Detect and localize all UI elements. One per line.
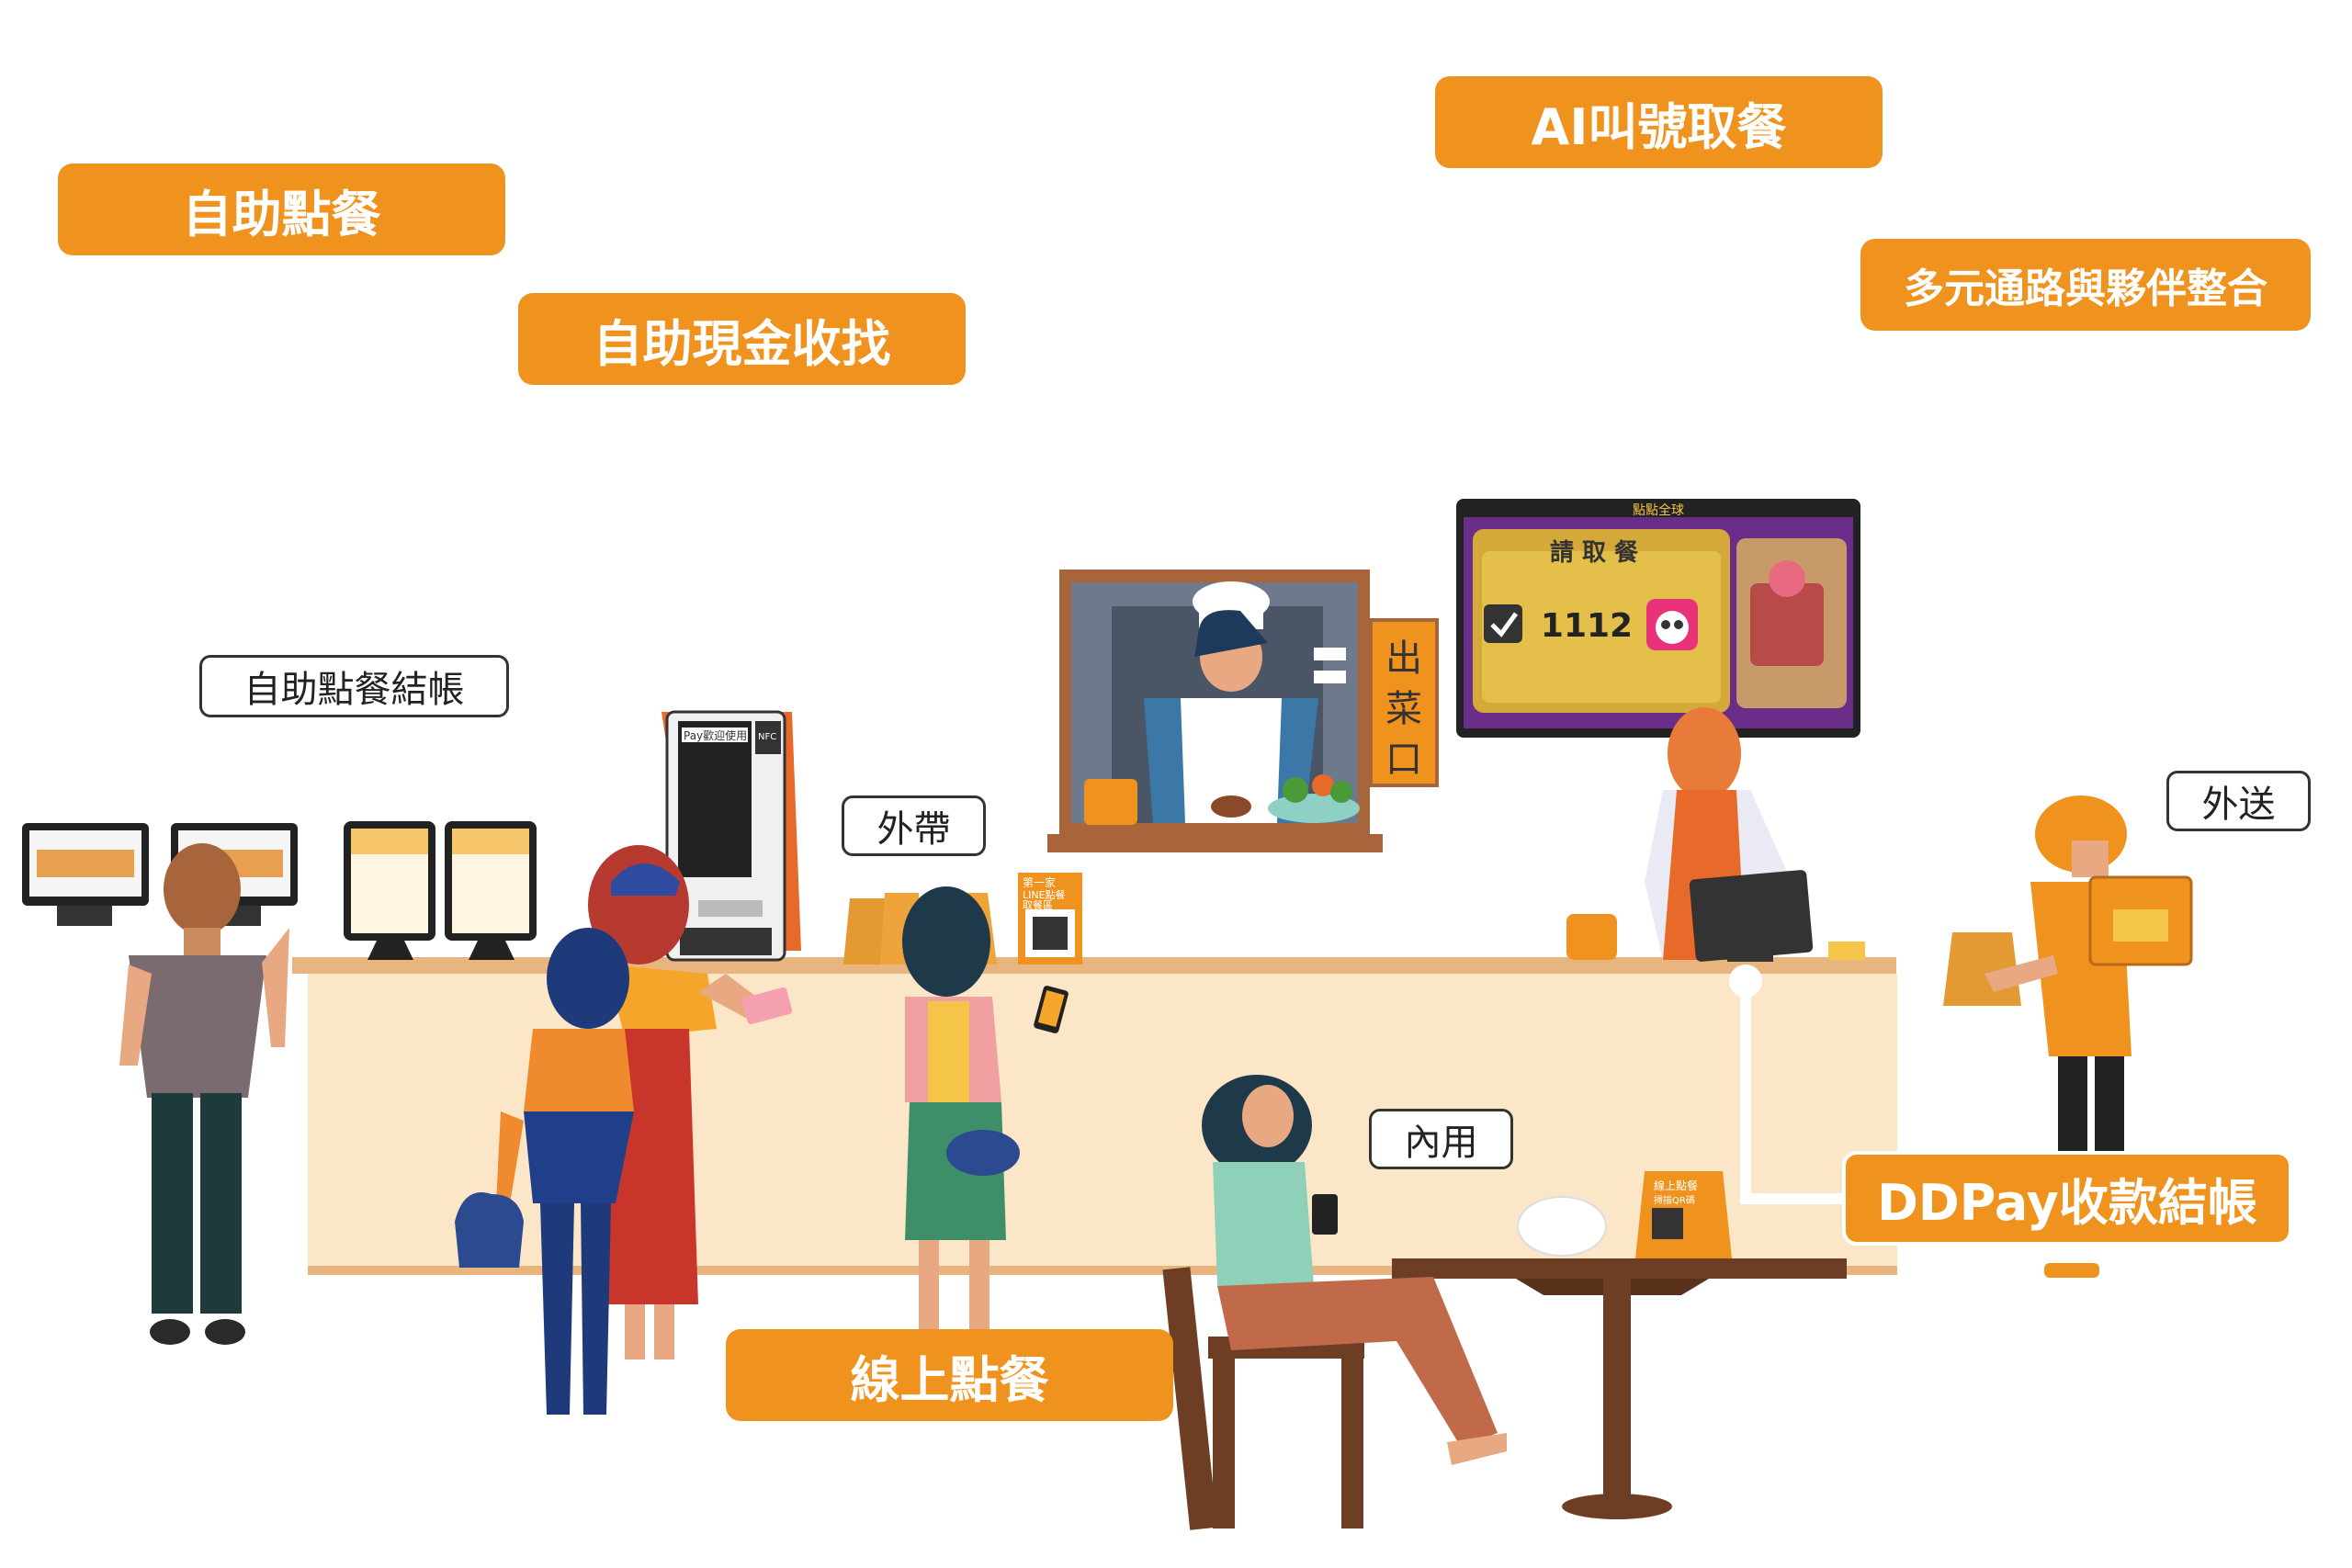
zone-delivery: 外送 — [2166, 771, 2311, 831]
window-sign-2: 菜 — [1385, 688, 1422, 730]
kitchen-window: 出 菜 口 — [1047, 570, 1439, 852]
seated-customer — [1162, 1075, 1507, 1530]
customers-with-bag — [455, 845, 793, 1415]
order-call-display: 點點全球 請 取 餐 1112 — [1456, 499, 1860, 738]
zone-takeout: 外帶 — [842, 795, 986, 856]
zone-dine-in: 內用 — [1369, 1109, 1513, 1169]
table-sign-line2: 掃描QR碼 — [1654, 1194, 1695, 1206]
customer-at-kiosk — [119, 843, 289, 1345]
window-sign-1: 出 — [1385, 637, 1422, 680]
self-order-screens — [22, 821, 537, 960]
call-screen-header: 點點全球 — [1633, 502, 1684, 518]
counter-line-order: LINE點餐 — [1023, 888, 1066, 901]
cashier — [1566, 707, 1865, 962]
feature-self-order: 自助點餐 — [58, 164, 505, 255]
kiosk-welcome-text: Pay歡迎使用 — [684, 728, 747, 742]
window-sign-3: 口 — [1385, 739, 1422, 781]
dine-in-table: 線上點餐 掃描QR碼 — [1392, 1171, 1847, 1519]
zone-self-checkout: 自助點餐結帳 — [199, 655, 509, 717]
customer-online-order — [902, 886, 1069, 1332]
kiosk-nfc-text: NFC — [758, 732, 776, 742]
feature-ddpay-checkout: DDPay收款結帳 — [1842, 1151, 2292, 1246]
feature-multi-channel: 多元通路與夥伴整合 — [1860, 239, 2311, 331]
cash-kiosk: Pay歡迎使用 NFC — [662, 710, 801, 962]
counter-brand: 第一家 — [1023, 875, 1056, 889]
feature-ai-call: AI叫號取餐 — [1435, 76, 1883, 168]
feature-self-cash: 自助現金收找 — [518, 293, 966, 385]
call-screen-number: 1112 — [1541, 607, 1633, 645]
call-screen-title: 請 取 餐 — [1550, 538, 1639, 567]
feature-online-order: 線上點餐 — [726, 1329, 1173, 1421]
table-sign-line1: 線上點餐 — [1654, 1179, 1698, 1192]
counter-pickup: 取餐區 — [1023, 898, 1053, 911]
